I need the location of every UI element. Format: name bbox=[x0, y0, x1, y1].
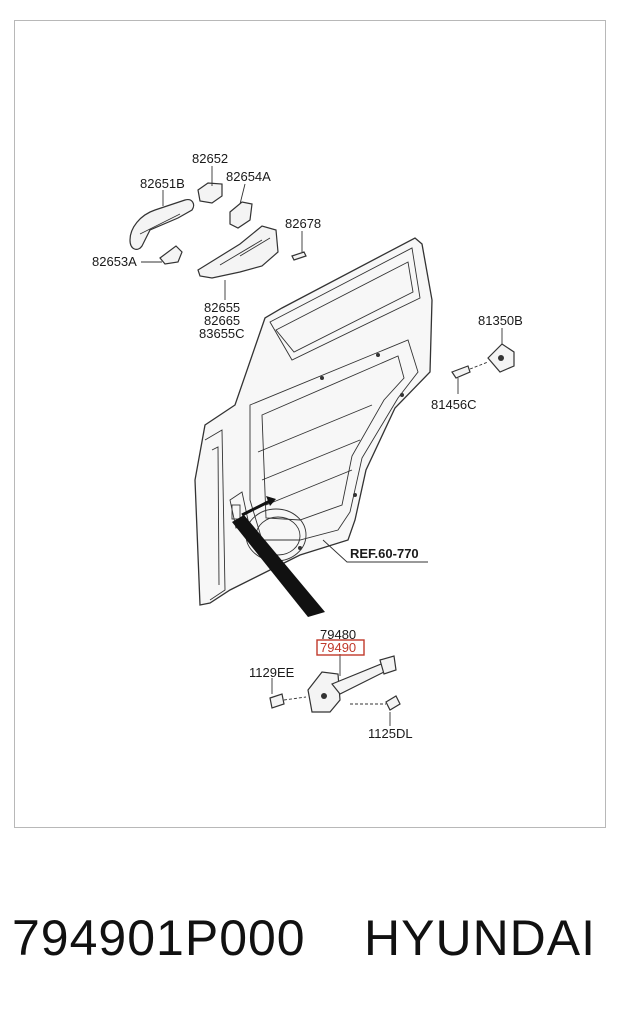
label-81456C: 81456C bbox=[431, 397, 477, 412]
ref-leader bbox=[322, 539, 428, 563]
label-1125DL: 1125DL bbox=[368, 726, 413, 741]
label-82665: 82665 bbox=[204, 313, 240, 328]
brand-name: HYUNDAI bbox=[364, 910, 597, 966]
parts-diagram: REF.60-770 82652 82651B 82654A 82678 826… bbox=[92, 151, 523, 741]
striker-group bbox=[451, 343, 515, 379]
label-81350B: 81350B bbox=[478, 313, 523, 328]
footer: 794901P000 HYUNDAI bbox=[0, 905, 620, 975]
label-83655C: 83655C bbox=[199, 326, 245, 341]
label-82654A: 82654A bbox=[226, 169, 271, 184]
ref-label: REF.60-770 bbox=[350, 546, 419, 561]
label-82653A: 82653A bbox=[92, 254, 137, 269]
part-number: 794901P000 bbox=[12, 910, 306, 966]
door-checker-group bbox=[269, 655, 401, 713]
callout-band bbox=[232, 515, 325, 617]
rear-door-panel bbox=[194, 237, 433, 606]
label-82678: 82678 bbox=[285, 216, 321, 231]
label-82651B: 82651B bbox=[140, 176, 185, 191]
label-1129EE: 1129EE bbox=[249, 665, 295, 680]
outside-handle-group bbox=[129, 182, 307, 279]
label-79480: 79480 bbox=[320, 627, 356, 642]
label-82652: 82652 bbox=[192, 151, 228, 166]
label-82655: 82655 bbox=[204, 300, 240, 315]
arrow bbox=[241, 498, 273, 517]
highlight-box bbox=[316, 639, 365, 656]
label-79490[interactable]: 79490 bbox=[320, 640, 356, 655]
